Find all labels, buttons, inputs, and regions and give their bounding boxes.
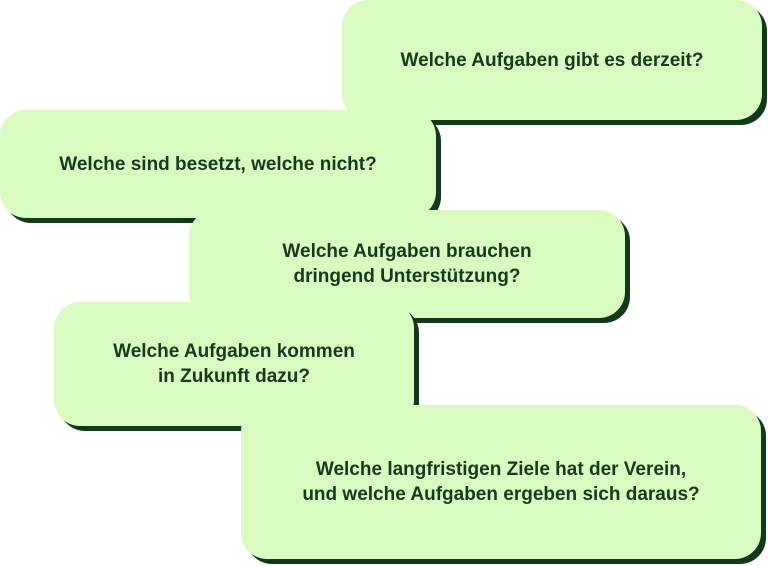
question-text: Welche Aufgaben kommen in Zukunft dazu? xyxy=(113,341,355,387)
question-card-occupied-tasks: Welche sind besetzt, welche nicht? xyxy=(0,110,436,218)
question-text: Welche Aufgaben brauchen dringend Unters… xyxy=(282,241,532,287)
question-text: Welche langfristigen Ziele hat der Verei… xyxy=(302,459,700,505)
question-text: Welche sind besetzt, welche nicht? xyxy=(59,153,377,175)
question-card-long-term-goals: Welche langfristigen Ziele hat der Verei… xyxy=(241,405,761,559)
question-card-urgent-tasks: Welche Aufgaben brauchen dringend Unters… xyxy=(189,210,625,318)
question-card-current-tasks: Welche Aufgaben gibt es derzeit? xyxy=(342,0,762,120)
question-text: Welche Aufgaben gibt es derzeit? xyxy=(400,49,704,71)
